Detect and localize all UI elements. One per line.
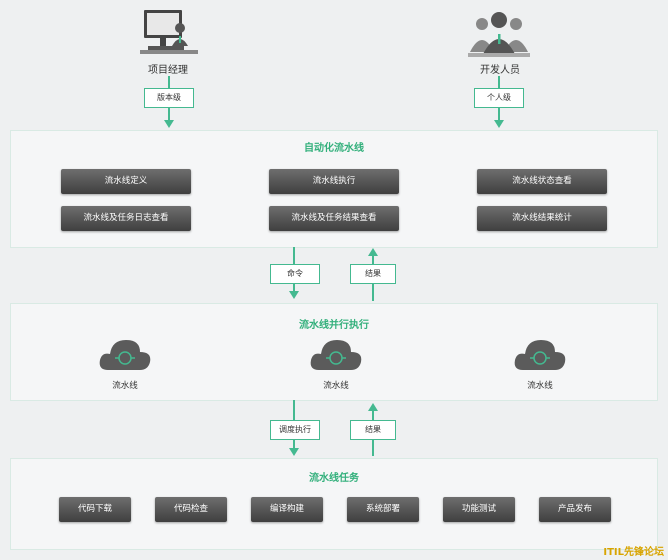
- cloud-icon: [513, 336, 567, 378]
- result-arrow-upper: [368, 248, 378, 256]
- developer-arrow: [494, 120, 504, 128]
- parallel-section: 流水线并行执行 流水线 流水线 流水线: [10, 303, 658, 401]
- btn-pipeline-define[interactable]: 流水线定义: [61, 169, 191, 194]
- cloud-icon: [309, 336, 363, 378]
- cloud-label-3: 流水线: [527, 381, 553, 391]
- tag-result-upper: 结果: [350, 264, 396, 284]
- automation-section: 自动化流水线 流水线定义 流水线执行 流水线状态查看 流水线及任务日志查看 流水…: [10, 130, 658, 248]
- command-arrow: [289, 291, 299, 299]
- btn-task-deploy[interactable]: 系统部署: [347, 497, 419, 522]
- btn-pipeline-result[interactable]: 流水线及任务结果查看: [269, 206, 399, 231]
- parallel-title: 流水线并行执行: [299, 320, 369, 331]
- tag-result-lower: 结果: [350, 420, 396, 440]
- btn-task-check[interactable]: 代码检查: [155, 497, 227, 522]
- role-manager: 项目经理: [148, 65, 188, 76]
- btn-pipeline-execute[interactable]: 流水线执行: [269, 169, 399, 194]
- schedule-arrow: [289, 448, 299, 456]
- tag-version: 版本级: [144, 88, 194, 108]
- role-developer: 开发人员: [480, 65, 520, 76]
- btn-task-build[interactable]: 编译构建: [251, 497, 323, 522]
- computer-icon: [140, 8, 198, 58]
- cloud-label-2: 流水线: [323, 381, 349, 391]
- btn-pipeline-log[interactable]: 流水线及任务日志查看: [61, 206, 191, 231]
- btn-pipeline-stats[interactable]: 流水线结果统计: [477, 206, 607, 231]
- cloud-label-1: 流水线: [112, 381, 138, 391]
- btn-pipeline-status[interactable]: 流水线状态查看: [477, 169, 607, 194]
- btn-task-download[interactable]: 代码下载: [59, 497, 131, 522]
- tasks-section: 流水线任务 代码下载 代码检查 编译构建 系统部署 功能测试 产品发布: [10, 458, 658, 550]
- team-icon: [468, 8, 530, 58]
- tag-personal: 个人级: [474, 88, 524, 108]
- btn-task-release[interactable]: 产品发布: [539, 497, 611, 522]
- automation-title: 自动化流水线: [304, 143, 364, 154]
- cloud-icon: [98, 336, 152, 378]
- tasks-title: 流水线任务: [309, 473, 359, 484]
- manager-arrow: [164, 120, 174, 128]
- tag-schedule: 调度执行: [270, 420, 320, 440]
- watermark-text: ITIL先锋论坛: [603, 547, 664, 558]
- result-arrow-lower: [368, 403, 378, 411]
- tag-command: 命令: [270, 264, 320, 284]
- btn-task-test[interactable]: 功能测试: [443, 497, 515, 522]
